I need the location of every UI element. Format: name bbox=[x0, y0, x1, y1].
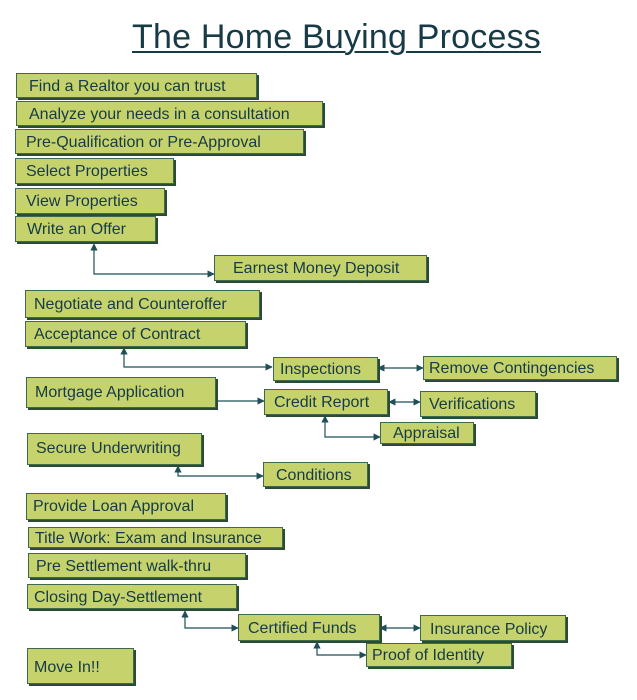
step-credit-report: Credit Report bbox=[264, 389, 388, 415]
connector-credit-appraisal bbox=[321, 415, 381, 441]
connector-acceptance-inspections bbox=[120, 347, 273, 371]
step-appraisal: Appraisal bbox=[380, 422, 474, 444]
step-view-properties: View Properties bbox=[15, 188, 165, 214]
page-title: The Home Buying Process bbox=[132, 18, 541, 56]
step-verifications: Verifications bbox=[420, 391, 536, 417]
connector-closing-funds bbox=[181, 610, 239, 632]
step-acceptance: Acceptance of Contract bbox=[25, 321, 246, 347]
step-move-in: Move In!! bbox=[27, 648, 134, 684]
step-title-work: Title Work: Exam and Insurance bbox=[28, 527, 283, 548]
step-prequalification: Pre-Qualification or Pre-Approval bbox=[15, 129, 304, 154]
step-secure-underwriting: Secure Underwriting bbox=[27, 433, 202, 465]
step-walkthru: Pre Settlement walk-thru bbox=[28, 553, 246, 578]
step-certified-funds: Certified Funds bbox=[238, 614, 380, 641]
step-mortgage-application: Mortgage Application bbox=[26, 377, 216, 408]
step-remove-contingencies: Remove Contingencies bbox=[423, 356, 617, 380]
step-inspections: Inspections bbox=[273, 357, 378, 381]
step-select-properties: Select Properties bbox=[15, 158, 174, 184]
step-insurance-policy: Insurance Policy bbox=[420, 615, 566, 641]
step-earnest-money: Earnest Money Deposit bbox=[214, 255, 427, 281]
connector-offer-earnest bbox=[90, 243, 215, 278]
step-conditions: Conditions bbox=[263, 462, 368, 487]
connector-funds-identity bbox=[313, 641, 367, 659]
step-closing-day: Closing Day-Settlement bbox=[27, 584, 237, 609]
connector-underwriting-conditions bbox=[174, 465, 264, 480]
step-proof-of-identity: Proof of Identity bbox=[366, 643, 512, 667]
step-find-realtor: Find a Realtor you can trust bbox=[16, 73, 257, 98]
step-analyze-needs: Analyze your needs in a consultation bbox=[16, 101, 323, 126]
step-write-offer: Write an Offer bbox=[15, 216, 156, 242]
step-negotiate: Negotiate and Counteroffer bbox=[25, 290, 260, 318]
step-provide-loan-approval: Provide Loan Approval bbox=[26, 493, 226, 520]
